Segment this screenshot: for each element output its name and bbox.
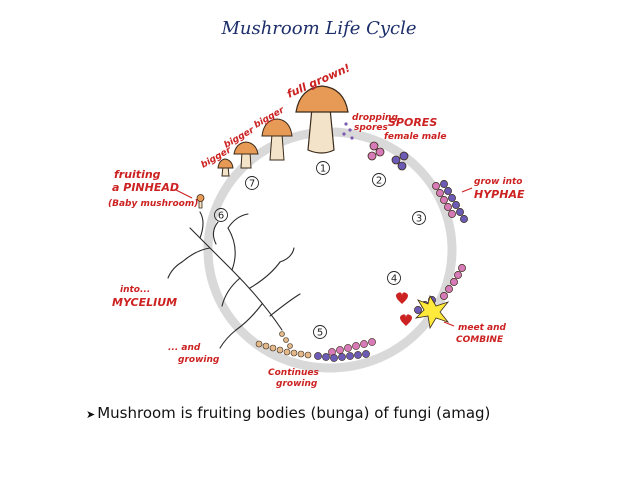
- bigger-mushroom-2: [233, 141, 259, 169]
- dropping-spore-dots: [342, 122, 354, 140]
- annotation-arrows: [175, 187, 473, 327]
- label-and: ... and: [168, 343, 201, 353]
- growing-hyphae-chain: [255, 331, 376, 362]
- label-grow-into: grow into: [474, 177, 523, 187]
- step-numbers: [214, 161, 426, 339]
- hyphae-strands: [432, 180, 468, 223]
- label-combine: COMBINE: [456, 335, 504, 345]
- bigger-mushroom-1: [217, 158, 234, 177]
- label-female-male: female male: [384, 132, 446, 142]
- combining-hyphae: [396, 264, 466, 330]
- pinhead-mushroom: [196, 194, 205, 209]
- mycelium-branches: [167, 211, 301, 349]
- label-pinhead: a PINHEAD: [112, 181, 179, 194]
- label-mycelium: MYCELIUM: [112, 296, 177, 309]
- step-2-number: 2: [376, 176, 382, 187]
- label-dropping: dropping: [352, 113, 398, 123]
- label-and-growing: growing: [178, 355, 220, 365]
- step-7-number: 7: [249, 179, 255, 190]
- step-3-number: 3: [416, 214, 422, 225]
- step-4-number: 4: [391, 274, 397, 285]
- slide-title: Mushroom Life Cycle: [221, 18, 417, 39]
- label-spores-small: spores: [354, 123, 389, 133]
- label-fruiting: fruiting: [114, 168, 161, 181]
- step-1-number: 1: [320, 164, 326, 175]
- bullet-text: Mushroom is fruiting bodies (bunga) of f…: [97, 404, 491, 422]
- label-continues-growing: growing: [276, 379, 318, 389]
- step-6-number: 6: [218, 211, 224, 222]
- label-baby-mushroom: (Baby mushroom): [108, 199, 198, 209]
- label-into: into...: [120, 285, 150, 295]
- step-5-number: 5: [317, 328, 323, 339]
- bigger-mushroom-3: [261, 118, 293, 161]
- label-meet-and: meet and: [458, 323, 507, 333]
- combine-burst: [414, 294, 450, 330]
- full-grown-mushroom: [295, 85, 349, 154]
- label-continues: Continues: [268, 368, 320, 378]
- spore-cells: [367, 141, 409, 171]
- label-spores: SPORES: [388, 116, 437, 129]
- bullet-arrow-icon: ➤: [86, 408, 96, 421]
- label-hyphae: HYPHAE: [474, 188, 525, 201]
- bullet-point: ➤Mushroom is fruiting bodies (bunga) of …: [86, 404, 490, 422]
